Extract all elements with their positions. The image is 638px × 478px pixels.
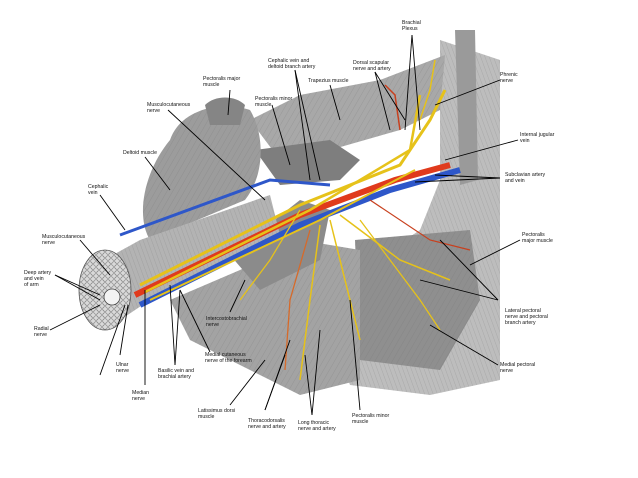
label-subclavian: Subclavian artery and vein: [505, 172, 546, 184]
label-deltoid: Deltoid muscle: [123, 150, 158, 156]
label-ulnar-nerve: Ulnar nerve: [116, 362, 129, 374]
label-long-thoracic: Long thoracic nerve and artery: [298, 420, 336, 432]
neurovascular-bundle: [119, 59, 471, 381]
label-cephalic-vein-deltoid-branch: Cephalic vein and deltoid branch artery: [268, 58, 316, 70]
label-medial-pectoral: Medial pectoral nerve: [500, 362, 536, 374]
deltoid-muscle: [142, 97, 261, 240]
label-pectoralis-major-right: Pectoralis major muscle: [522, 232, 553, 244]
label-cephalic-vein: Cephalic vein: [88, 184, 109, 196]
trunk-muscles: [330, 30, 500, 395]
label-lateral-pectoral: Lateral pectoral nerve and pectoral bran…: [505, 308, 548, 326]
label-latissimus: Latissimus dorsi muscle: [198, 408, 236, 420]
leader-lines: [49, 34, 521, 416]
label-thoracodorsalis: Thoracodorsalis nerve and artery: [248, 418, 286, 430]
label-musculocutaneous-top: Musculocutaneous nerve: [147, 102, 191, 114]
label-medial-cutaneous: Medial cutaneous nerve of the forearm: [205, 352, 252, 364]
label-radial-nerve: Radial nerve: [34, 326, 49, 338]
label-internal-jugular: Internal jugular vein: [520, 132, 555, 144]
label-brachial-plexus: Brachial Plexus: [402, 20, 421, 32]
label-dorsal-scapular: Dorsal scapular nerve and artery: [353, 60, 391, 72]
label-musculocutaneous-left: Musculocutaneous nerve: [42, 234, 86, 246]
label-pectoralis-major-top: Pectoralis major muscle: [203, 76, 241, 88]
label-trapezius: Trapezius muscle: [308, 78, 349, 84]
label-median-nerve: Median nerve: [132, 390, 150, 402]
label-intercostobrachial: Intercostobrachial nerve: [206, 316, 247, 328]
label-pectoralis-minor-bottom: Pectoralis minor muscle: [352, 413, 390, 425]
label-pectoralis-minor-top: Pectoralis minor muscle: [255, 96, 293, 108]
label-deep-artery: Deep artery and vein of arm: [24, 270, 52, 288]
label-basilic-vein: Basilic vein and brachial artery: [158, 368, 195, 380]
label-phrenic-nerve: Phrenic nerve: [500, 72, 518, 84]
